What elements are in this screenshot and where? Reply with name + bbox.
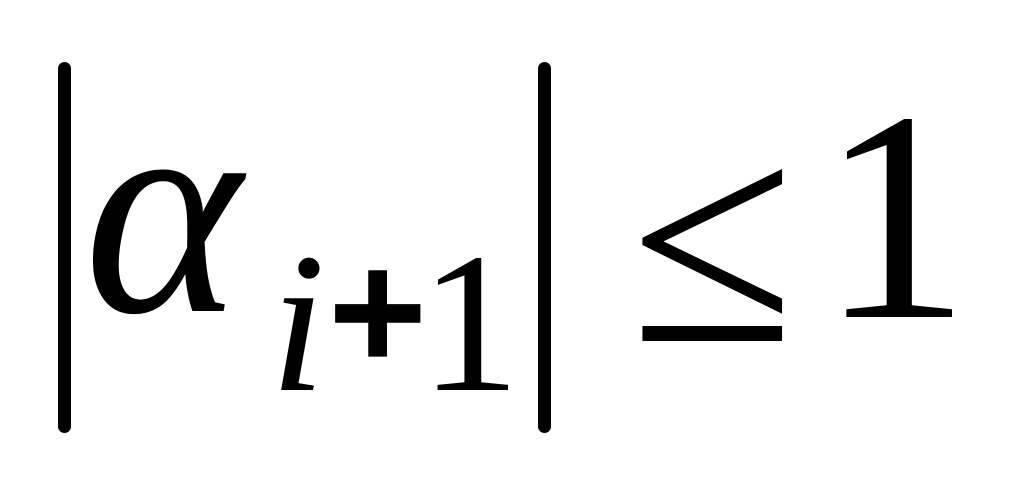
subscript-plus-sign: + <box>328 217 428 407</box>
absolute-value-right-bar <box>538 62 551 433</box>
right-side-value: 1 <box>820 50 970 382</box>
subscript-index: i <box>270 213 326 434</box>
absolute-value-left-bar <box>58 62 71 433</box>
subscript-constant: 1 <box>420 213 520 434</box>
less-than-or-equal-sign: ≤ <box>630 74 795 406</box>
alpha-symbol: α <box>84 44 242 376</box>
